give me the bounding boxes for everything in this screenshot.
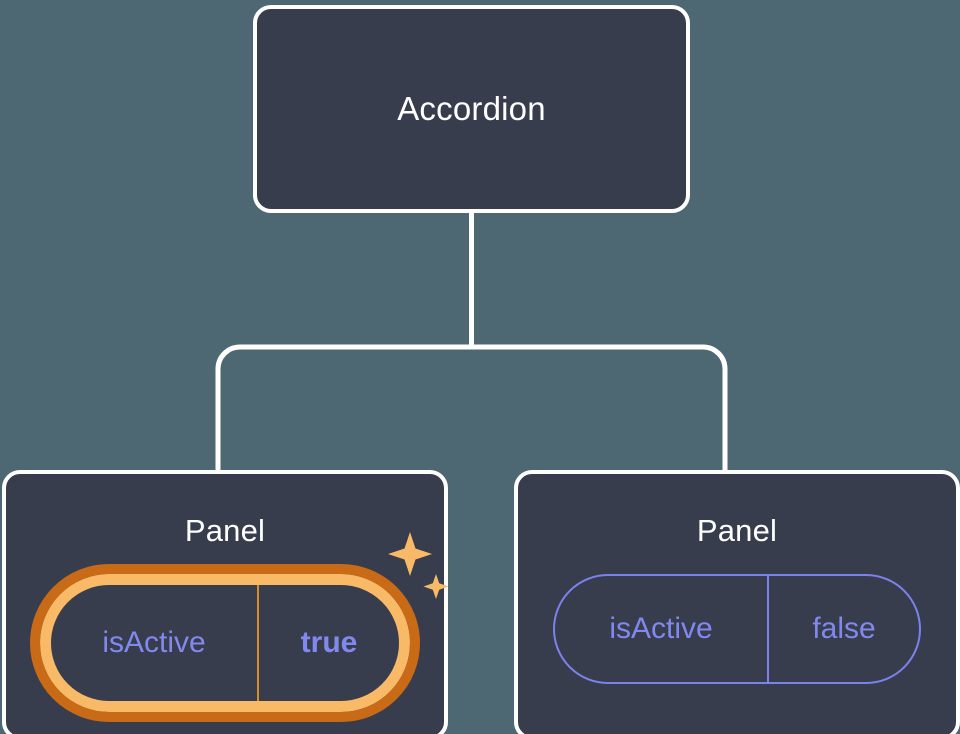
tree-node-panel-inactive[interactable]: Panel isActive false xyxy=(514,470,960,734)
prop-key: isActive xyxy=(609,612,713,646)
node-title: Accordion xyxy=(397,89,546,127)
tree-node-panel-active[interactable]: Panel isActive true xyxy=(2,470,449,734)
tree-node-accordion[interactable]: Accordion xyxy=(253,5,690,213)
prop-value: true xyxy=(257,585,399,702)
prop-badge-wrapper: isActive true xyxy=(30,532,449,723)
prop-badge[interactable]: isActive false xyxy=(553,574,921,685)
edge-bus-to-left xyxy=(215,344,472,470)
prop-badge-wrapper: isActive false xyxy=(553,574,921,685)
node-title: Panel xyxy=(184,513,266,548)
edge-bus-to-right xyxy=(471,344,728,470)
prop-value: false xyxy=(767,576,919,683)
prop-badge-highlighted[interactable]: isActive true xyxy=(30,564,420,723)
node-title: Panel xyxy=(696,513,778,548)
prop-key: isActive xyxy=(102,626,206,660)
